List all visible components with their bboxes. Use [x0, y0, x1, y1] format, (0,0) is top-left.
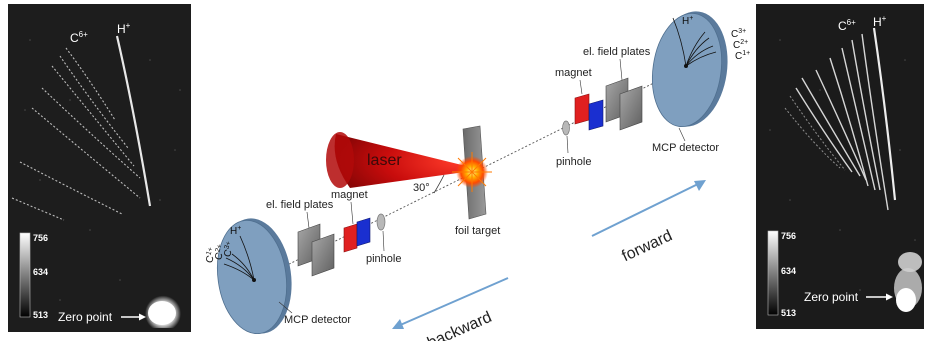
backward-direction-label: backward	[425, 309, 494, 341]
backward-pinhole	[376, 213, 386, 231]
left-image-background	[8, 4, 191, 332]
left-proton-label: H+	[117, 21, 131, 36]
backward-detector-label: MCP detector	[284, 314, 351, 326]
right-colorbar-max: 756	[781, 231, 796, 241]
laser-beam: laser	[326, 132, 472, 188]
right-detector-image: C6+ H+ 756 634 513 Zero point	[756, 4, 924, 329]
left-colorbar-max: 756	[33, 233, 48, 243]
backward-detector-leader	[278, 301, 293, 314]
forward-pinhole-label: pinhole	[556, 156, 591, 168]
backward-plates-label: el. field plates	[266, 199, 334, 211]
setup-schematic: laser 30° foil target pinhole	[203, 11, 750, 341]
svg-text:C3+: C3+	[731, 28, 746, 40]
right-colorbar: 756 634 513	[767, 230, 796, 318]
right-zero-point-glow	[894, 252, 922, 312]
forward-magnet	[574, 93, 604, 131]
left-zero-point-label: Zero point	[58, 310, 113, 324]
right-zero-point-label: Zero point	[804, 290, 859, 304]
right-carbon-traces-faint	[784, 95, 846, 171]
backward-mcp-detector	[217, 218, 292, 335]
forward-plates-leader	[619, 58, 623, 81]
left-colorbar-mid: 634	[33, 267, 48, 277]
forward-mcp-detector	[652, 11, 728, 128]
svg-text:C2+: C2+	[733, 39, 748, 51]
left-carbon-traces	[11, 47, 141, 221]
backward-magnet-label: magnet	[331, 189, 368, 201]
backward-ion-labels: H+ C1+ C2+ C3+	[203, 225, 241, 265]
backward-magnet-leader	[350, 201, 354, 225]
svg-text:C1+: C1+	[203, 246, 219, 264]
right-colorbar-min: 513	[781, 308, 796, 318]
backward-pinhole-leader	[382, 230, 385, 252]
svg-text:C2+: C2+	[212, 243, 228, 261]
backward-magnet	[343, 217, 371, 253]
right-carbon-label: C6+	[838, 18, 856, 33]
backward-plates-leader	[306, 211, 310, 229]
left-colorbar: 756 634 513	[19, 232, 48, 320]
forward-ion-labels: H+ C3+ C2+ C1+	[682, 15, 750, 62]
svg-text:H+: H+	[682, 15, 693, 27]
forward-direction-arrow	[591, 180, 706, 237]
forward-direction-label: forward	[619, 227, 675, 265]
svg-text:H+: H+	[230, 225, 241, 237]
left-zero-point-arrowhead	[139, 313, 146, 321]
right-zero-point-arrowhead	[886, 293, 893, 301]
right-image-background	[756, 4, 924, 329]
backward-pinhole-label: pinhole	[366, 253, 401, 265]
forward-detector-leader	[678, 127, 686, 142]
angle-indicator: 30°	[413, 174, 445, 194]
backward-direction-arrow	[392, 277, 509, 329]
forward-magnet-label: magnet	[555, 67, 592, 79]
forward-pinhole-leader	[566, 135, 569, 154]
forward-pinhole	[562, 120, 570, 136]
svg-text:C3+: C3+	[221, 240, 237, 258]
right-image-noise	[769, 39, 916, 291]
right-ion-labels: C6+ H+	[838, 14, 887, 33]
forward-field-plates	[605, 77, 643, 131]
backward-field-plates	[297, 223, 335, 277]
right-carbon-traces	[795, 33, 889, 211]
left-proton-trace	[115, 35, 152, 207]
forward-arm: pinhole magnet el. field plates	[555, 11, 750, 265]
right-colorbar-mid: 634	[781, 266, 796, 276]
forward-detector-label: MCP detector	[652, 142, 719, 154]
right-proton-trace	[872, 27, 897, 201]
laser-label: laser	[367, 152, 402, 169]
left-zero-point-spot	[148, 301, 176, 325]
foil-target-label: foil target	[455, 225, 500, 237]
angle-label: 30°	[413, 182, 430, 194]
left-carbon-label: C6+	[70, 30, 88, 45]
left-ion-labels: C6+ H+	[70, 21, 131, 45]
foil-target: foil target	[452, 125, 500, 237]
forward-magnet-leader	[579, 79, 583, 95]
left-detector-image: C6+ H+ 756 634 513 Zero point	[8, 4, 191, 332]
left-colorbar-min: 513	[33, 310, 48, 320]
svg-text:C1+: C1+	[735, 50, 750, 62]
forward-plates-label: el. field plates	[583, 46, 651, 58]
backward-arm: pinhole magnet el. field plates	[203, 189, 509, 341]
right-proton-label: H+	[873, 14, 887, 29]
